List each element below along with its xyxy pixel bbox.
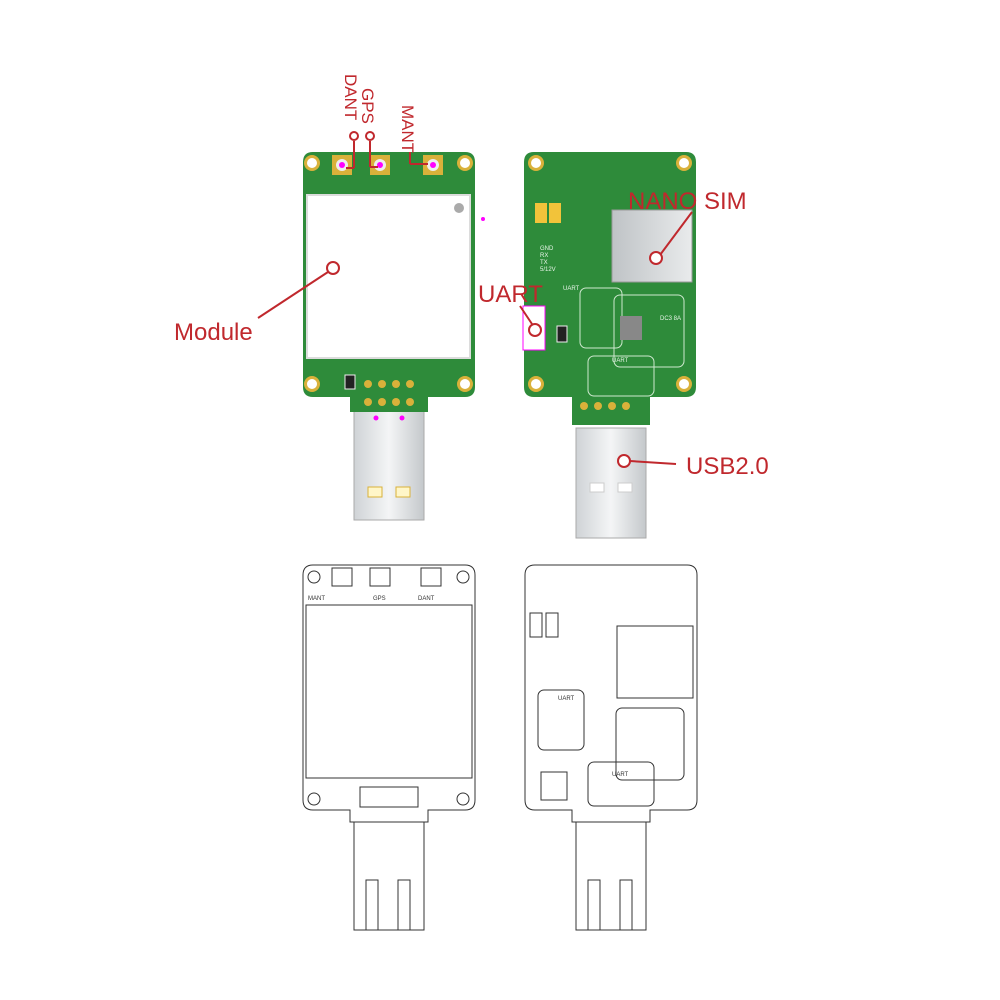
nano-sim-slot [611,209,693,283]
silk-dant: DANT [418,596,435,602]
silk-uart-bottom-2: UART [612,772,629,778]
mounting-holes [304,155,473,392]
silk-uart: UART [563,286,580,292]
board-back: UART UART DC3 8A GND RX TX 5/12V [522,152,696,539]
label-gps: GPS [358,88,377,124]
led [344,374,356,390]
silk-pin: GND [540,246,554,252]
outline-front: MANT GPS DANT [302,564,476,931]
silk-dc: DC3 8A [660,316,681,322]
label-module: Module [174,319,253,346]
silk-gps: GPS [373,596,386,602]
usb-plug-back [575,427,647,539]
board-front [303,152,485,521]
callouts [257,131,693,468]
module-pin1-mark [454,203,464,213]
header-pads [364,380,414,406]
silk-mant: MANT [308,596,325,602]
label-usb: USB2.0 [686,453,769,480]
label-nano-sim: NANO SIM [628,188,747,215]
silk-uart-2: UART [612,358,629,364]
label-mant: MANT [398,105,417,153]
silk-pin: TX [540,260,548,266]
usb-contact [395,486,411,498]
usb-plug-front [353,404,425,521]
silk-pin: 5/12V [540,267,556,273]
silk-pin: RX [540,253,548,259]
usb-contact [367,486,383,498]
label-uart: UART [478,281,543,308]
mounting-holes [528,155,692,392]
label-dant: DANT [341,74,360,120]
inductor [620,316,642,340]
module-shield [306,194,471,359]
outline-back: UART UART [524,564,698,931]
silk-uart-bottom: UART [558,696,575,702]
